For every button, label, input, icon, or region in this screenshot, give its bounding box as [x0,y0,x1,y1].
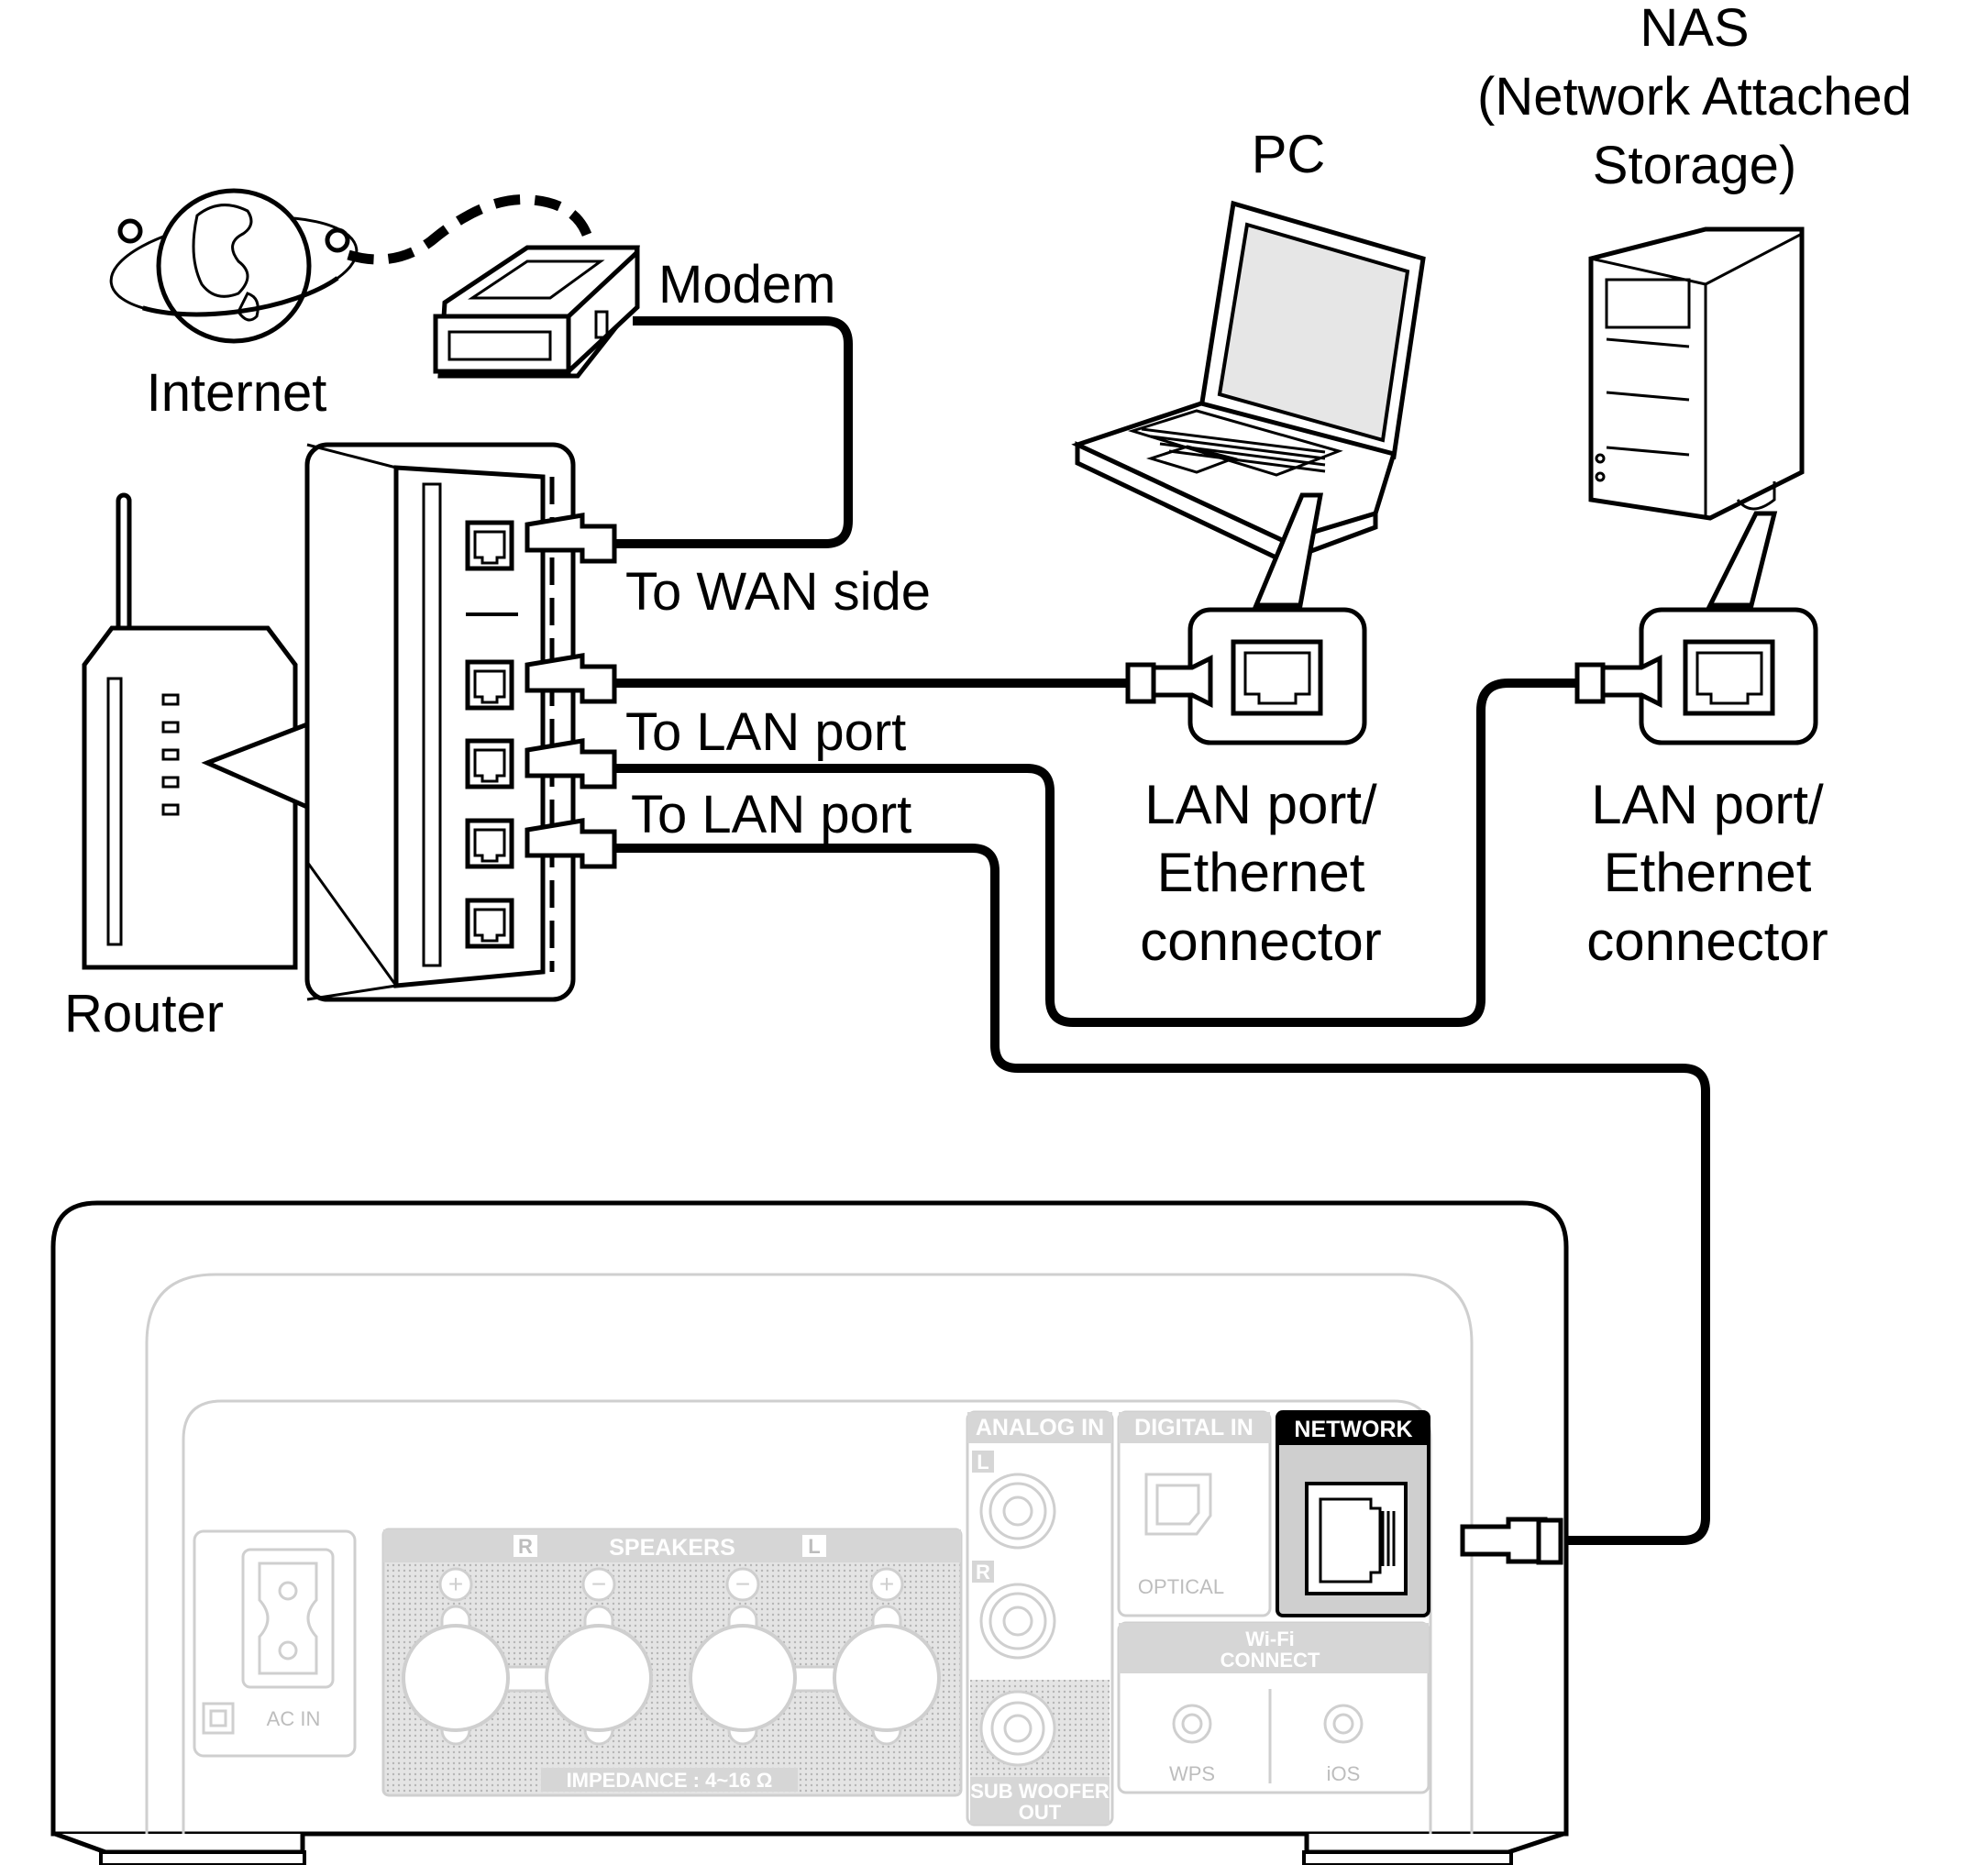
wifi-connect-label-line1: Wi-Fi [1245,1628,1295,1650]
ethernet-plug-icon [1460,1517,1563,1565]
pc-lan-port-zoom [1187,607,1367,745]
pc-callout [1253,492,1323,608]
router-icon [82,492,298,970]
analog-in-panel: ANALOG IN L R SUB WOOFER OUT [966,1410,1114,1826]
speaker-terminal [833,1605,941,1746]
speaker-terminal [689,1605,797,1746]
wps-label: WPS [1169,1762,1215,1785]
nas-tower-icon [1588,226,1805,521]
modem-icon [433,245,640,379]
nas-label-line2: (Network Attached [1477,67,1912,127]
speakers-panel: SPEAKERS R L + − − + IMPEDANC [381,1528,963,1797]
rj45-port-icon [465,738,514,789]
wifi-connect-label-line2: CONNECT [1220,1649,1320,1672]
network-panel: NETWORK [1276,1410,1430,1617]
nas-lan-port-zoom [1639,607,1818,745]
rj45-port-icon [465,818,514,869]
internet-modem-link [347,194,597,265]
rj45-port-icon [465,659,514,711]
ethernet-plug-icon [1574,654,1662,709]
pc-port-label-line3: connector [1140,910,1382,972]
speaker-minus-1: − [591,1570,606,1598]
speaker-l-label: L [808,1535,820,1558]
impedance-label: IMPEDANCE : 4~16 Ω [567,1769,773,1792]
analog-l-label: L [977,1451,988,1473]
nas-label-line3: Storage) [1593,136,1796,195]
router-label: Router [64,984,224,1043]
cable-modem-router-wan [614,316,853,548]
ethernet-plug-icon [1125,654,1213,709]
rj45-port-icon [465,898,514,949]
network-label: NETWORK [1294,1417,1412,1442]
ethernet-plug-icon [525,818,617,869]
to-wan-label: To WAN side [625,562,931,622]
speaker-minus-2: − [735,1570,750,1598]
nas-callout [1706,511,1778,608]
internet-label: Internet [147,363,327,423]
speaker-plus-1: + [448,1570,463,1598]
sub-woofer-label-line1: SUB WOOFER [970,1780,1110,1803]
ethernet-plug-icon [525,653,617,704]
cable-router-device [614,844,1710,1545]
cable-router-nas [614,679,1577,1027]
nas-port-label-line2: Ethernet [1604,842,1812,903]
pc-port-label-line1: LAN port/ [1144,774,1377,835]
speaker-r-label: R [518,1535,533,1558]
nas-port-label-line1: LAN port/ [1591,774,1824,835]
to-lan-label-1: To LAN port [625,702,906,762]
ios-label: iOS [1327,1762,1361,1785]
modem-label: Modem [658,255,835,315]
analog-in-label: ANALOG IN [976,1415,1104,1440]
pc-label: PC [1252,125,1326,184]
analog-r-label: R [976,1561,990,1584]
optical-label: OPTICAL [1138,1575,1224,1598]
laptop-icon [1071,200,1426,564]
ac-in-panel: AC IN [193,1529,357,1758]
digital-in-panel: DIGITAL IN OPTICAL [1117,1410,1272,1617]
ac-in-label: AC IN [267,1707,321,1730]
sub-woofer-label-line2: OUT [1019,1801,1062,1824]
speakers-label: SPEAKERS [609,1535,735,1561]
nas-port-label-line3: connector [1586,910,1828,972]
wifi-connect-panel: Wi-Fi CONNECT WPS iOS [1117,1621,1430,1794]
ethernet-plug-icon [525,513,617,564]
nas-label-line1: NAS [1640,0,1749,58]
digital-in-label: DIGITAL IN [1134,1415,1254,1440]
speaker-terminal [402,1605,510,1746]
pc-port-label-line2: Ethernet [1157,842,1365,903]
ethernet-plug-icon [525,738,617,789]
to-lan-label-2: To LAN port [631,785,911,844]
globe-icon [108,188,359,344]
speaker-terminal [545,1605,653,1746]
rj45-port-icon [465,520,514,571]
speaker-plus-2: + [879,1570,894,1598]
